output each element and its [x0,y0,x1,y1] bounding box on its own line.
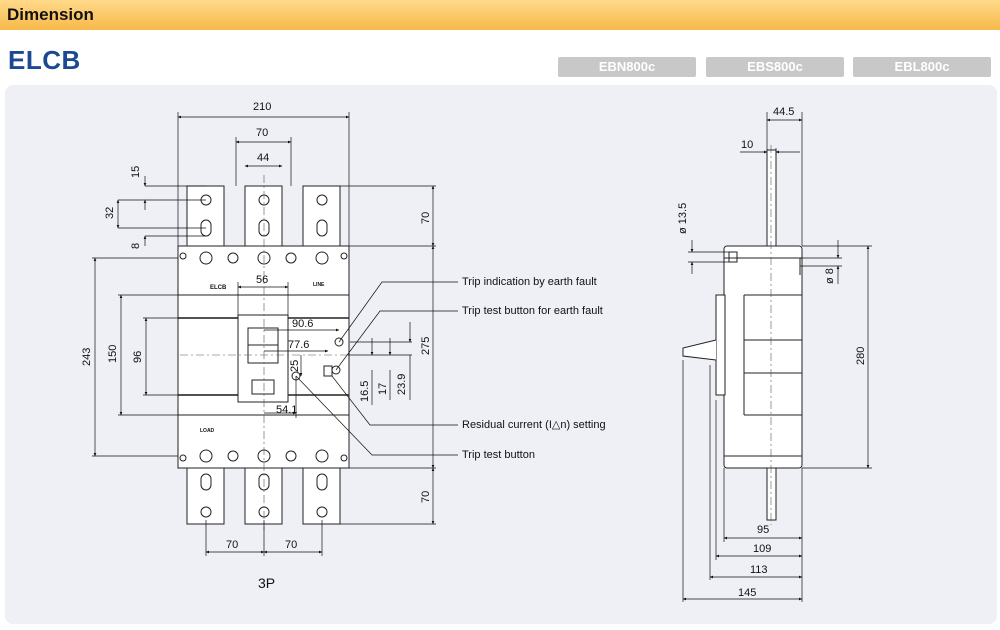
callout-labels: Trip indication by earth fault Trip test… [462,276,606,461]
bottom-terminal-bar-right [302,461,341,525]
dim-25: 25 [289,360,301,372]
dim-dia-13-5: ø 13.5 [677,203,689,234]
dim-280: 280 [855,347,867,365]
body-load-label: LOAD [200,428,215,434]
dim-95: 95 [757,524,769,536]
callout-trip-indication: Trip indication by earth fault [462,276,597,288]
dim-32: 32 [104,207,116,219]
dim-44: 44 [257,152,269,164]
bottom-terminal-bar-left [186,461,225,525]
dim-17: 17 [377,383,389,395]
dim-90-6: 90.6 [292,318,313,330]
dim-54-1: 54.1 [276,404,297,416]
dim-10: 10 [741,139,753,151]
callout-residual-current: Residual current (I△n) setting [462,419,606,431]
bottom-terminal-bar-center [244,461,283,525]
dim-96: 96 [132,351,144,363]
tab-ebn800c[interactable]: EBN800c [558,57,696,77]
dim-109: 109 [753,543,771,555]
front-view [177,175,350,530]
dim-113: 113 [750,564,768,576]
drawing-panel [5,85,997,624]
dim-44-5: 44.5 [773,106,794,118]
section-header-bar: Dimension [0,0,1000,30]
dim-145: 145 [738,587,756,599]
dim-70-right-top: 70 [420,212,432,224]
side-dimension-texts: 44.5 10 ø 13.5 ø 8 280 95 109 113 145 [677,106,867,599]
dim-70-bottom-left: 70 [226,539,238,551]
callout-trip-test-earth: Trip test button for earth fault [462,305,603,317]
dim-15: 15 [130,166,142,178]
front-dimension-lines [92,112,458,556]
dim-70-bottom-right: 70 [285,539,297,551]
dim-275: 275 [420,337,432,355]
body-brand-label: ELCB [210,285,227,291]
dim-16-5: 16.5 [359,381,371,402]
side-dimension-lines [682,112,872,602]
caption-3p: 3P [258,575,275,591]
side-view [682,145,803,525]
section-header-title: Dimension [7,5,94,24]
dim-70-top: 70 [256,127,268,139]
top-terminal-bar-center [244,185,283,249]
page-title: ELCB [8,45,81,75]
dim-243: 243 [81,348,93,366]
tab-ebs800c[interactable]: EBS800c [706,57,844,77]
dim-150: 150 [107,345,119,363]
dim-56: 56 [256,274,268,286]
front-dimension-texts: 210 70 44 56 90.6 77.6 54.1 70 70 3P 15 … [81,101,432,591]
dim-210: 210 [253,101,271,113]
dim-70-right-bottom: 70 [420,491,432,503]
body-line-label: LINE [313,282,325,288]
callout-trip-test-button: Trip test button [462,449,535,461]
dim-8: 8 [130,243,142,249]
dim-dia-8: ø 8 [824,268,836,284]
dim-23-9: 23.9 [396,374,408,395]
dim-77-6: 77.6 [288,339,309,351]
tab-ebl800c[interactable]: EBL800c [853,57,991,77]
